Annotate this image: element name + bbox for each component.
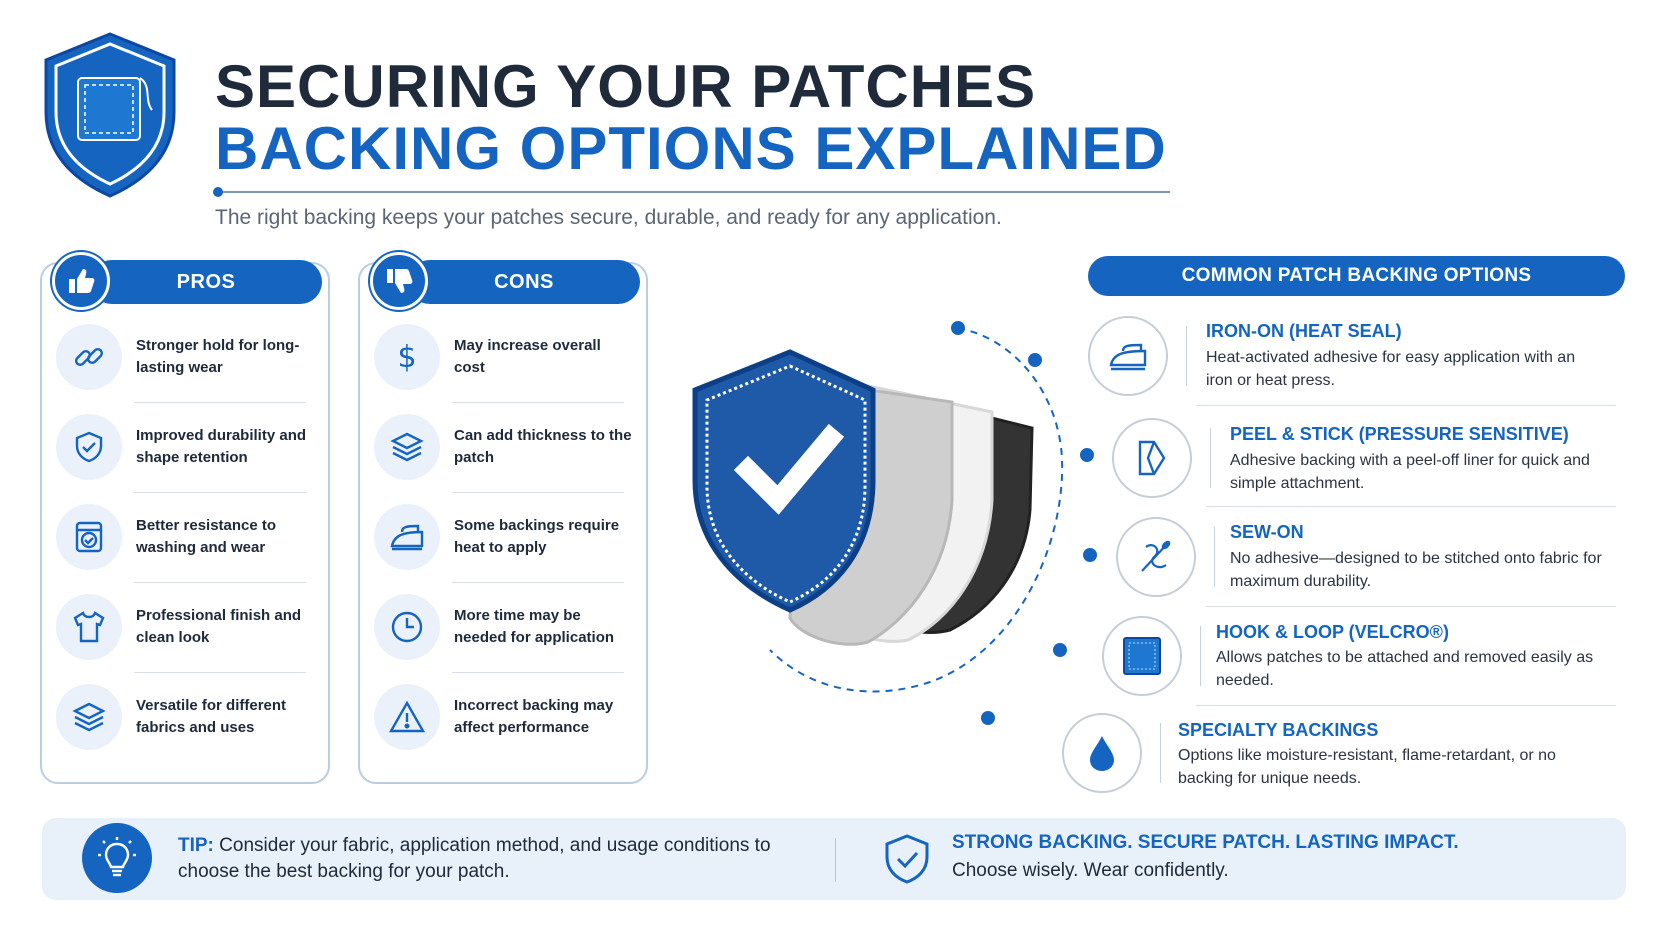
cons-separator (452, 492, 624, 493)
layers-icon (374, 414, 440, 480)
option-divider (1160, 723, 1161, 783)
option-separator (1196, 705, 1616, 706)
cons-heading: CONS (408, 260, 640, 304)
washing-machine-icon (56, 504, 122, 570)
option-separator (1206, 506, 1616, 507)
cons-item-text: Incorrect backing may affect performance (454, 697, 614, 736)
pros-separator (134, 672, 306, 673)
layered-patch-shields-illustration (692, 321, 1097, 725)
cons-item-text: Some backings require heat to apply (454, 517, 620, 556)
link-icon (56, 324, 122, 390)
needle-thread-icon (1116, 517, 1196, 597)
option-divider (1214, 527, 1215, 587)
page-subtitle: The right backing keeps your patches sec… (215, 206, 1002, 229)
layers-icon (56, 684, 122, 750)
tip-body: Consider your fabric, application method… (178, 835, 771, 882)
pros-item: Improved durability and shape retention (56, 414, 316, 480)
cons-item: $ May increase overall cost (374, 324, 634, 390)
title-divider-dot (213, 187, 223, 197)
droplet-icon (1062, 713, 1142, 793)
iron-icon (1088, 316, 1168, 396)
cons-item: Can add thickness to the patch (374, 414, 634, 480)
peel-icon (1112, 418, 1192, 498)
pros-item-text: Professional finish and clean look (136, 607, 302, 646)
pros-separator (134, 582, 306, 583)
tip-divider (835, 838, 836, 882)
tip-text: TIP: Consider your fabric, application m… (178, 833, 818, 885)
option-title: HOOK & LOOP (VELCRO®) (1216, 622, 1449, 642)
option-divider (1186, 326, 1187, 386)
cons-item-text: Can add thickness to the patch (454, 427, 632, 466)
cons-separator (452, 582, 624, 583)
slogan: STRONG BACKING. SECURE PATCH. LASTING IM… (952, 832, 1459, 853)
pros-item-text: Improved durability and shape retention (136, 427, 307, 466)
cons-item-text: May increase overall cost (454, 337, 601, 376)
svg-text:$: $ (397, 340, 416, 374)
option-divider (1210, 428, 1211, 488)
lightbulb-icon (82, 823, 152, 893)
blue-check-shield-icon (692, 349, 876, 613)
pros-item-text: Better resistance to washing and wear (136, 517, 277, 556)
tshirt-icon (56, 594, 122, 660)
iron-icon (374, 504, 440, 570)
option-desc: Heat-activated adhesive for easy applica… (1206, 349, 1576, 389)
pros-item-text: Versatile for different fabrics and uses (136, 697, 287, 736)
dollar-icon: $ (374, 324, 440, 390)
option-title: IRON-ON (HEAT SEAL) (1206, 321, 1402, 341)
cons-item: More time may be needed for application (374, 594, 634, 660)
option-separator (1206, 606, 1616, 607)
thumbs-up-icon (52, 252, 110, 310)
cons-item: Some backings require heat to apply (374, 504, 634, 570)
shield-check-icon (56, 414, 122, 480)
tip-label: TIP: (178, 835, 214, 856)
cons-item: Incorrect backing may affect performance (374, 684, 634, 750)
option-desc: No adhesive—designed to be stitched onto… (1230, 550, 1602, 590)
option-desc: Options like moisture-resistant, flame-r… (1178, 747, 1556, 787)
option-title: SPECIALTY BACKINGS (1178, 720, 1379, 740)
title-divider (215, 191, 1170, 193)
pros-heading: PROS (90, 260, 322, 304)
shield-check-icon (885, 834, 929, 884)
pros-separator (134, 492, 306, 493)
options-heading: COMMON PATCH BACKING OPTIONS (1088, 256, 1625, 296)
velcro-square-icon (1102, 616, 1182, 696)
option-desc: Allows patches to be attached and remove… (1216, 649, 1594, 689)
option-title: PEEL & STICK (PRESSURE SENSITIVE) (1230, 424, 1569, 444)
pros-item: Versatile for different fabrics and uses (56, 684, 316, 750)
cons-separator (452, 672, 624, 673)
cons-separator (452, 402, 624, 403)
slogan-subtext: Choose wisely. Wear confidently. (952, 860, 1229, 881)
option-divider (1200, 626, 1201, 686)
cons-item-text: More time may be needed for application (454, 607, 615, 646)
clock-icon (374, 594, 440, 660)
page-title-line1: SECURING YOUR PATCHES (215, 53, 1037, 120)
warning-icon (374, 684, 440, 750)
option-separator (1196, 405, 1616, 406)
page-title-line2: BACKING OPTIONS EXPLAINED (215, 115, 1167, 182)
patch-shield-logo-icon (44, 32, 176, 198)
option-desc: Adhesive backing with a peel-off liner f… (1230, 452, 1590, 492)
pros-item-text: Stronger hold for long-lasting wear (136, 337, 300, 376)
pros-item: Better resistance to washing and wear (56, 504, 316, 570)
pros-item: Stronger hold for long-lasting wear (56, 324, 316, 390)
pros-separator (134, 402, 306, 403)
option-title: SEW-ON (1230, 522, 1304, 542)
thumbs-down-icon (370, 252, 428, 310)
tip-bar (42, 818, 1626, 900)
pros-item: Professional finish and clean look (56, 594, 316, 660)
